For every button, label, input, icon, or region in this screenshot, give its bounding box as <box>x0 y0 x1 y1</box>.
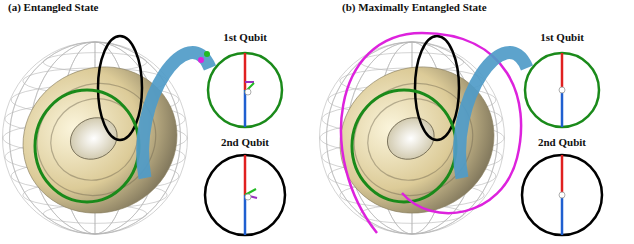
bloch-figure <box>0 36 210 238</box>
qubit-disk <box>205 155 285 235</box>
center-dot <box>559 87 565 93</box>
green-dot <box>204 51 210 57</box>
qubit-disk <box>525 53 599 127</box>
green-circle <box>35 90 139 202</box>
qubit-label: 1st Qubit <box>540 31 584 44</box>
qubit-circle <box>208 53 282 127</box>
green-circle <box>352 90 456 202</box>
qubit-circle <box>205 155 285 235</box>
qubit-circle <box>525 53 599 127</box>
qubit-label: 1st Qubit <box>223 31 267 44</box>
center-dot <box>559 192 565 198</box>
red-vector <box>561 155 564 195</box>
qubit-circle <box>522 155 602 235</box>
blue-vector <box>561 195 564 235</box>
center-dot <box>245 89 251 95</box>
blue-vector <box>244 90 247 127</box>
red-vector <box>561 53 564 90</box>
bloch-figure <box>316 33 527 238</box>
qubit-disk <box>522 155 602 235</box>
blue-band <box>460 52 527 178</box>
center-dot <box>245 194 251 200</box>
purple-vector <box>245 81 254 83</box>
red-vector <box>244 155 247 195</box>
qubit-disk <box>208 53 282 127</box>
red-vector <box>244 53 247 90</box>
panel-title: (b) Maximally Entangled State <box>342 1 487 14</box>
blue-vector <box>561 90 564 127</box>
blue-vector <box>244 195 247 235</box>
blue-band <box>143 52 210 178</box>
qubit-label: 2nd Qubit <box>538 136 586 149</box>
magenta-dot <box>198 57 204 63</box>
panel-title: (a) Entangled State <box>8 1 98 14</box>
qubit-label: 2nd Qubit <box>221 136 269 149</box>
